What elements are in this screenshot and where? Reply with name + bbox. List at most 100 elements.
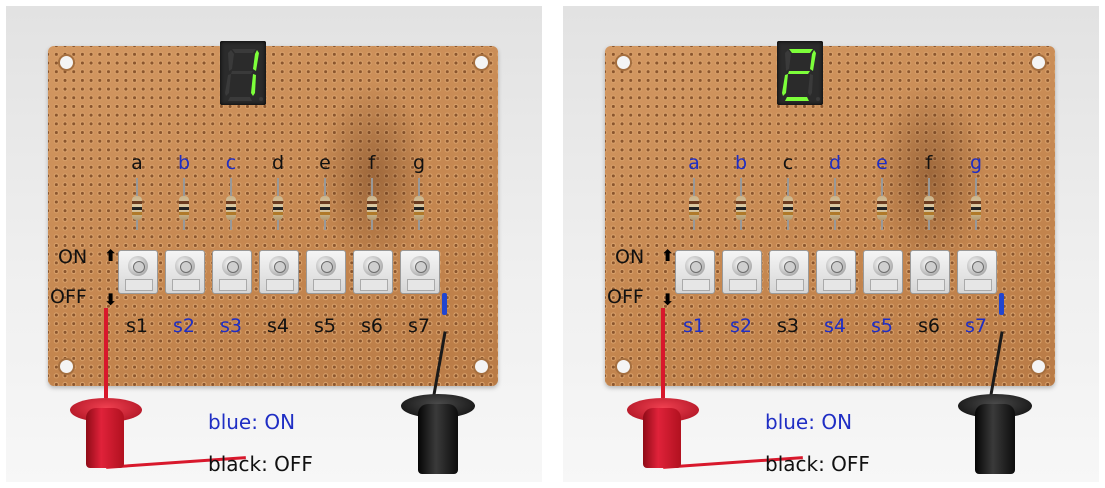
resistor-lead xyxy=(693,178,695,200)
toggle-switch-s1[interactable] xyxy=(118,250,158,294)
switch-lever xyxy=(180,261,192,273)
resistor-lead xyxy=(183,178,185,200)
resistor-g xyxy=(414,196,424,220)
resistor-lead xyxy=(975,220,977,230)
resistor-lead xyxy=(975,178,977,200)
switch-base xyxy=(125,279,153,291)
resistor-d xyxy=(830,196,840,220)
resistor-e xyxy=(320,196,330,220)
resistor-g xyxy=(971,196,981,220)
toggle-switch-s6[interactable] xyxy=(353,250,393,294)
resistor-lead xyxy=(928,220,930,230)
mounting-hole xyxy=(473,54,490,71)
red-test-clip xyxy=(643,408,681,468)
blue-wire xyxy=(442,293,447,315)
mounting-hole xyxy=(58,358,75,375)
segment-label-d: d xyxy=(828,152,842,174)
segment-label-f: f xyxy=(368,152,376,174)
blue-wire xyxy=(999,293,1004,315)
switch-label-s2: s2 xyxy=(173,315,195,337)
decimal-point xyxy=(816,97,820,101)
toggle-switch-s6[interactable] xyxy=(910,250,950,294)
red-wire xyxy=(661,308,665,398)
segment-label-e: e xyxy=(876,152,888,174)
toggle-switch-s2[interactable] xyxy=(722,250,762,294)
switch-lever xyxy=(831,261,843,273)
resistor-lead xyxy=(881,220,883,230)
resistor-lead xyxy=(277,178,279,200)
on-label: ON xyxy=(615,246,645,268)
switch-lever xyxy=(133,261,145,273)
segment-d xyxy=(228,97,252,101)
toggle-switch-s4[interactable] xyxy=(816,250,856,294)
toggle-switch-s7[interactable] xyxy=(400,250,440,294)
resistor-lead xyxy=(324,178,326,200)
switch-label-s2: s2 xyxy=(730,315,752,337)
switch-lever xyxy=(415,261,427,273)
toggle-switch-s7[interactable] xyxy=(957,250,997,294)
toggle-switch-s3[interactable] xyxy=(212,250,252,294)
switch-label-s7: s7 xyxy=(965,315,987,337)
switch-label-s3: s3 xyxy=(777,315,799,337)
switch-base xyxy=(219,279,247,291)
mounting-hole xyxy=(1030,358,1047,375)
solder-area xyxy=(875,81,985,271)
switch-lever xyxy=(737,261,749,273)
segment-b xyxy=(253,50,259,71)
resistor-e xyxy=(877,196,887,220)
segment-f xyxy=(785,50,791,71)
segment-a xyxy=(232,49,256,53)
resistor-lead xyxy=(183,220,185,230)
switch-lever xyxy=(972,261,984,273)
switch-base xyxy=(266,279,294,291)
segment-c xyxy=(251,74,256,96)
seven-segment-display xyxy=(777,41,823,105)
digit-2 xyxy=(782,49,820,101)
resistor-a xyxy=(132,196,142,220)
resistor-lead xyxy=(740,220,742,230)
switch-base xyxy=(313,279,341,291)
switch-base xyxy=(172,279,200,291)
switch-label-s3: s3 xyxy=(220,315,242,337)
resistor-lead xyxy=(277,220,279,230)
resistor-c xyxy=(783,196,793,220)
switch-base xyxy=(682,279,710,291)
resistor-lead xyxy=(787,178,789,200)
segment-label-a: a xyxy=(131,152,143,174)
toggle-switch-s5[interactable] xyxy=(306,250,346,294)
segment-label-a: a xyxy=(688,152,700,174)
resistor-lead xyxy=(787,220,789,230)
resistor-a xyxy=(689,196,699,220)
legend-black-off: black: OFF xyxy=(765,452,870,476)
toggle-switch-s3[interactable] xyxy=(769,250,809,294)
switch-lever xyxy=(690,261,702,273)
segment-label-b: b xyxy=(177,152,191,174)
resistor-lead xyxy=(834,220,836,230)
red-wire xyxy=(104,308,108,398)
resistor-lead xyxy=(740,178,742,200)
legend-black-off: black: OFF xyxy=(208,452,313,476)
off-label: OFF xyxy=(50,286,87,308)
segment-e xyxy=(782,74,788,96)
switch-base xyxy=(917,279,945,291)
segment-label-d: d xyxy=(271,152,285,174)
switch-lever xyxy=(784,261,796,273)
switch-base xyxy=(360,279,388,291)
resistor-lead xyxy=(418,178,420,200)
segment-g xyxy=(788,71,810,74)
resistor-lead xyxy=(371,220,373,230)
segment-c xyxy=(808,74,813,96)
toggle-switch-s1[interactable] xyxy=(675,250,715,294)
switch-label-s1: s1 xyxy=(683,315,705,337)
switch-label-s7: s7 xyxy=(408,315,430,337)
toggle-switch-s2[interactable] xyxy=(165,250,205,294)
resistor-lead xyxy=(834,178,836,200)
toggle-switch-s5[interactable] xyxy=(863,250,903,294)
switch-label-s4: s4 xyxy=(824,315,846,337)
switch-base xyxy=(823,279,851,291)
arrow-down-icon: ⬇ xyxy=(661,290,675,309)
legend-blue-on: blue: ON xyxy=(765,410,853,434)
switch-lever xyxy=(227,261,239,273)
segment-label-e: e xyxy=(319,152,331,174)
toggle-switch-s4[interactable] xyxy=(259,250,299,294)
